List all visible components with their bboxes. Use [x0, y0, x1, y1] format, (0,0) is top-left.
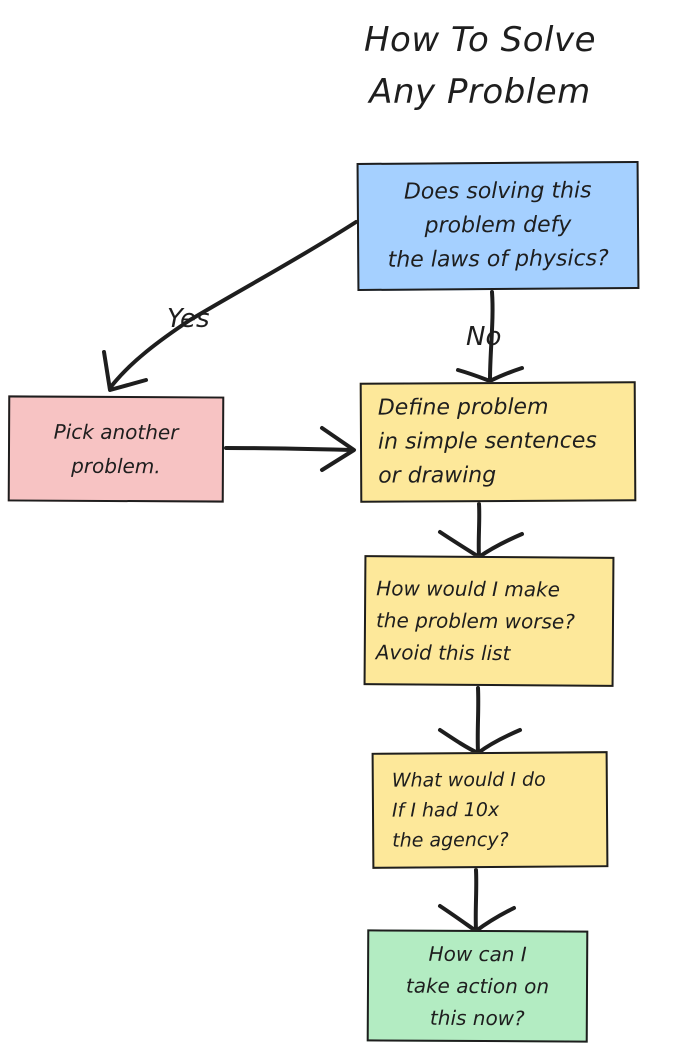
- node-take-action: How can I take action on this now?: [366, 929, 589, 1043]
- node-text-line: the problem worse?: [375, 608, 575, 634]
- node-text-line: If I had 10x: [391, 798, 500, 822]
- node-text-line: problem.: [71, 453, 161, 479]
- node-text-line: this now?: [429, 1005, 525, 1031]
- node-text-line: Define problem: [377, 394, 549, 421]
- node-text-line: Avoid this list: [375, 640, 511, 666]
- agency-to-action-line: [473, 868, 479, 932]
- node-text-line: the laws of physics?: [387, 246, 609, 273]
- node-text-line: Pick another: [53, 419, 179, 445]
- node-10x-agency: What would I do If I had 10x the agency?: [371, 751, 609, 869]
- node-define-problem: Define problem in simple sentences or dr…: [359, 381, 637, 503]
- pick-to-define-head: [320, 426, 356, 472]
- node-text-line: problem defy: [424, 212, 572, 239]
- node-text-line: in simple sentences: [377, 428, 597, 455]
- yes-label: Yes: [167, 304, 210, 334]
- yes-arrow-line: [108, 220, 358, 390]
- yes-arrow-head: [102, 350, 148, 392]
- node-pick-another: Pick another problem.: [7, 395, 225, 503]
- diagram-title: How To Solve Any Problem: [300, 14, 660, 118]
- node-text-line: How would I make: [376, 576, 561, 602]
- worse-to-agency-line: [475, 686, 481, 754]
- title-line-2: Any Problem: [369, 72, 591, 112]
- no-arrow-head: [456, 366, 524, 383]
- worse-to-agency-head: [438, 728, 522, 755]
- node-defy-physics: Does solving this problem defy the laws …: [356, 161, 640, 291]
- node-text-line: Does solving this: [403, 178, 592, 205]
- define-to-worse-line: [476, 502, 482, 558]
- node-text-line: How can I: [428, 941, 527, 967]
- node-text-line: or drawing: [378, 463, 497, 489]
- no-arrow-line: [488, 290, 495, 382]
- node-text-line: take action on: [405, 973, 550, 999]
- define-to-worse-head: [438, 530, 524, 559]
- title-line-1: How To Solve: [363, 20, 597, 60]
- pick-to-define-line: [224, 446, 354, 452]
- node-make-worse: How would I make the problem worse? Avoi…: [363, 555, 615, 687]
- no-label: No: [466, 322, 502, 352]
- node-text-line: What would I do: [391, 768, 546, 792]
- node-text-line: the agency?: [392, 828, 509, 852]
